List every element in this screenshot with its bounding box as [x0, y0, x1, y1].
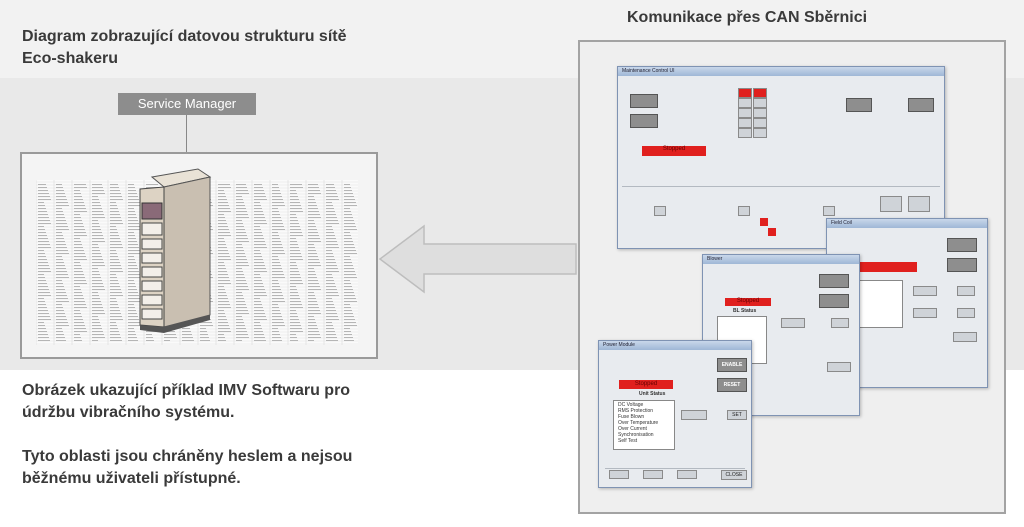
power-module-enable-button[interactable]: ENABLE	[717, 358, 747, 372]
channel-7-button[interactable]	[738, 118, 752, 128]
power-module-divider	[605, 468, 745, 469]
power-module-status-list: DC Voltage RMS Protection Fuse Blown Ove…	[613, 400, 675, 450]
power-module-reset-button[interactable]: RESET	[717, 378, 747, 392]
service-manager-connector	[186, 115, 187, 153]
field-coil-ref-input-2[interactable]	[913, 308, 937, 318]
energy-enable-button[interactable]	[908, 98, 934, 112]
field-coil-set-button[interactable]	[738, 206, 750, 216]
channel-10-button[interactable]	[753, 128, 767, 138]
power-module-window-title: Power Module	[599, 341, 751, 350]
power-module-close-button[interactable]: CLOSE	[721, 470, 747, 480]
channel-3-button[interactable]	[738, 98, 752, 108]
power-module-status-badge: Stopped	[619, 380, 673, 389]
power-module-set-button[interactable]: SET	[727, 410, 747, 420]
field-coil-status-badge	[857, 262, 917, 272]
caption-paragraph-1: Obrázek ukazující příklad IMV Softwaru p…	[22, 382, 351, 421]
channel-4-button[interactable]	[753, 98, 767, 108]
data-flow-arrow	[378, 224, 578, 299]
divider	[622, 186, 940, 187]
field-coil-window-title: Field Coil	[827, 219, 987, 228]
blower-reset-button[interactable]	[819, 294, 849, 308]
field-coil-power-indicator	[760, 218, 768, 226]
check-over-temperature[interactable]: Over Temperature	[618, 420, 659, 426]
channel-2-button[interactable]	[753, 88, 767, 98]
maintenance-reset-button[interactable]	[630, 114, 658, 128]
leg-b-value	[643, 470, 663, 479]
left-heading: Diagram zobrazující datovou strukturu sí…	[22, 28, 347, 67]
blower-set-button[interactable]	[823, 206, 835, 216]
channel-9-button[interactable]	[738, 128, 752, 138]
field-coil-enable-button[interactable]	[947, 238, 977, 252]
blower-set-button[interactable]	[831, 318, 849, 328]
caption: Obrázek ukazující příklad IMV Softwaru p…	[22, 380, 402, 512]
blower-enable-button[interactable]	[819, 274, 849, 288]
blower-section-heading: BL Status	[733, 308, 757, 314]
maintenance-status-badge: Stopped	[642, 146, 706, 156]
channel-5-button[interactable]	[738, 108, 752, 118]
check-fuse-blown[interactable]: Fuse Blown	[618, 414, 645, 420]
rms-value	[677, 470, 697, 479]
check-over-current[interactable]: Over Current	[618, 426, 647, 432]
blower-window-title: Blower	[703, 255, 859, 264]
channel-6-button[interactable]	[753, 108, 767, 118]
field-coil-reset-button[interactable]	[947, 258, 977, 272]
field-coil-ind-indicator	[768, 228, 776, 236]
blower-close-button[interactable]	[827, 362, 851, 372]
maintenance-enable-button[interactable]	[630, 94, 658, 108]
maintenance-window-title: Maintenance Control UI	[618, 67, 944, 76]
save-log-button[interactable]	[908, 196, 930, 212]
dpwm-enable-button[interactable]	[846, 98, 872, 112]
field-coil-status-list	[857, 280, 903, 328]
blower-status-badge: Stopped	[725, 298, 771, 306]
field-coil-set-button-3[interactable]	[957, 308, 975, 318]
server-icon	[132, 165, 212, 340]
check-dc-voltage[interactable]: DC Voltage	[618, 402, 644, 408]
caption-paragraph-2: Tyto oblasti jsou chráněny heslem a nejs…	[22, 448, 353, 487]
right-heading: Komunikace přes CAN Sběrnici	[627, 9, 868, 26]
check-synchronisation[interactable]: Synchronisation	[618, 432, 654, 438]
power-module-window: Power Module ENABLE RESET Stopped Unit S…	[598, 340, 752, 488]
leg-a-value	[609, 470, 629, 479]
data-select-button[interactable]	[880, 196, 902, 212]
check-rms-protection[interactable]: RMS Protection	[618, 408, 654, 414]
power-module-section-heading: Unit Status	[639, 391, 666, 397]
blower-ref-input[interactable]	[781, 318, 805, 328]
power-module-ref-input[interactable]	[681, 410, 707, 420]
field-coil-close-button[interactable]	[953, 332, 977, 342]
rectifier-set-button[interactable]	[654, 206, 666, 216]
check-self-test[interactable]: Self Test	[618, 438, 638, 444]
channel-1-button[interactable]	[738, 88, 752, 98]
field-coil-set-button-2[interactable]	[957, 286, 975, 296]
field-coil-ref-input[interactable]	[913, 286, 937, 296]
service-manager-label: Service Manager	[118, 93, 256, 115]
channel-8-button[interactable]	[753, 118, 767, 128]
